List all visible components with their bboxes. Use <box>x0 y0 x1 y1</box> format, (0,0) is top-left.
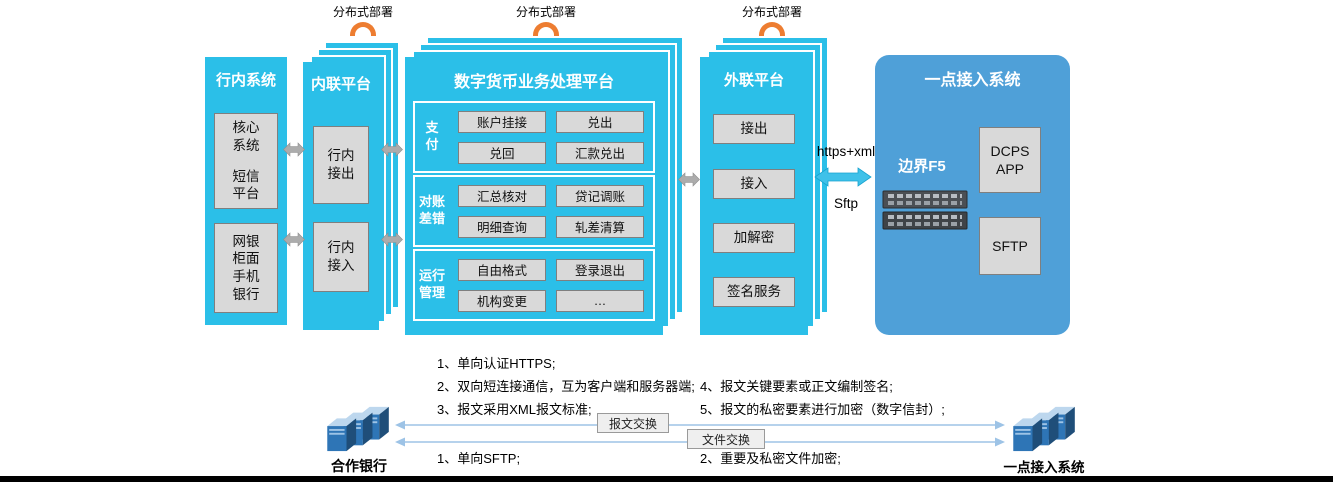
note-https-1: 1、单向认证HTTPS; <box>437 356 556 371</box>
signature-box: 签名服务 <box>713 277 795 307</box>
dcps-app-box: DCPS APP <box>979 127 1041 193</box>
deploy-label-group-3: 分布式部署 <box>727 3 817 36</box>
payment-label: 支付 <box>425 120 439 152</box>
operations-functions: 自由格式 登录退出 机构变更 … <box>449 258 653 312</box>
double-arrow-icon <box>283 142 305 157</box>
note-https-3: 3、报文采用XML报文标准; <box>437 402 592 417</box>
deploy-label: 分布式部署 <box>332 5 393 19</box>
deploy-label-group-1: 分布式部署 <box>318 3 408 36</box>
note-message-5: 5、报文的私密要素进行加密（数字信封）; <box>700 402 945 417</box>
function-box: … <box>556 289 644 312</box>
border-f5-label: 边界F5 <box>898 158 946 175</box>
internal-platform-panel: 内联平台 行内接出 行内接入 <box>303 62 379 330</box>
access-system-title: 一点接入系统 <box>924 72 1021 89</box>
handle-icon <box>350 22 376 36</box>
handle-icon <box>759 22 785 36</box>
operations-label: 运行管理 <box>418 268 445 300</box>
core-system-box: 核心系统 短信平台 <box>214 113 278 209</box>
function-box: 兑出 <box>556 110 644 133</box>
dcpp-title: 数字货币业务处理平台 <box>453 74 614 91</box>
function-box: 自由格式 <box>458 258 546 281</box>
function-box: 汇款兑出 <box>556 141 644 164</box>
deploy-label: 分布式部署 <box>741 5 802 19</box>
note-https-2: 2、双向短连接通信，互为客户端和服务器端; <box>437 379 695 394</box>
payment-functions: 账户挂接 兑出 兑回 汇款兑出 <box>449 110 653 164</box>
double-arrow-icon <box>381 232 403 247</box>
double-arrow-icon <box>283 232 305 247</box>
reconciliation-group: 对账差错 汇总核对 贷记调账 明细查询 轧差清算 <box>413 175 655 247</box>
access-system-panel: 一点接入系统 边界F5 DCPS APP SFTP <box>875 55 1070 335</box>
function-box: 兑回 <box>458 141 546 164</box>
sms-platform-label: 短信平台 <box>232 168 260 202</box>
function-box: 明细查询 <box>458 215 546 238</box>
partner-bank-label: 合作银行 <box>331 458 387 474</box>
reconciliation-label: 对账差错 <box>418 194 445 226</box>
file-exchange-tag: 文件交换 <box>687 429 765 449</box>
note-sftp-2: 2、重要及私密文件加密; <box>700 451 841 466</box>
internal-platform-title: 内联平台 <box>310 76 371 93</box>
sftp-label: Sftp <box>833 196 858 211</box>
https-xml-label: https+xml <box>816 144 876 159</box>
core-system-label: 核心系统 <box>232 120 260 153</box>
external-platform-title: 外联平台 <box>723 72 784 89</box>
function-box: 登录退出 <box>556 258 644 281</box>
cyan-double-arrow-icon <box>814 167 872 187</box>
server-cluster-icon <box>327 406 389 452</box>
encryption-box: 加解密 <box>713 223 795 253</box>
inbank-out-box: 行内接出 <box>313 126 369 204</box>
message-exchange-tag: 报文交换 <box>597 413 669 433</box>
inbank-system-panel: 行内系统 核心系统 短信平台 网银柜面手机银行 <box>205 57 287 325</box>
sftp-box: SFTP <box>979 217 1041 275</box>
dcpp-panel: 数字货币业务处理平台 支付 账户挂接 兑出 兑回 汇款兑出 对账差错 汇总核对 … <box>405 57 663 335</box>
operations-group: 运行管理 自由格式 登录退出 机构变更 … <box>413 249 655 321</box>
operations-group-label-cell: 运行管理 <box>415 268 449 302</box>
network-appliance-icon <box>882 190 968 230</box>
inbank-title: 行内系统 <box>215 72 276 89</box>
deploy-label: 分布式部署 <box>515 5 576 19</box>
note-sftp-1: 1、单向SFTP; <box>437 451 521 466</box>
note-message-4: 4、报文关键要素或正文编制签名; <box>700 379 893 394</box>
access-system-endpoint-label: 一点接入系统 <box>1003 460 1085 475</box>
reconciliation-group-label-cell: 对账差错 <box>415 194 449 228</box>
ext-in-box: 接入 <box>713 169 795 199</box>
handle-icon <box>533 22 559 36</box>
payment-group: 支付 账户挂接 兑出 兑回 汇款兑出 <box>413 101 655 173</box>
deploy-label-group-2: 分布式部署 <box>501 3 591 36</box>
double-arrow-icon <box>678 172 700 187</box>
payment-group-label-cell: 支付 <box>415 120 449 154</box>
external-platform-panel: 外联平台 接出 接入 加解密 签名服务 <box>700 57 808 335</box>
reconciliation-functions: 汇总核对 贷记调账 明细查询 轧差清算 <box>449 184 653 238</box>
function-box: 轧差清算 <box>556 215 644 238</box>
function-box: 贷记调账 <box>556 184 644 207</box>
function-box: 汇总核对 <box>458 184 546 207</box>
function-box: 机构变更 <box>458 289 546 312</box>
ext-out-box: 接出 <box>713 114 795 144</box>
inbank-in-box: 行内接入 <box>313 222 369 292</box>
channel-box: 网银柜面手机银行 <box>214 223 278 313</box>
bottom-divider-bar <box>0 476 1333 482</box>
double-arrow-icon <box>381 142 403 157</box>
function-box: 账户挂接 <box>458 110 546 133</box>
server-cluster-icon <box>1013 406 1075 452</box>
